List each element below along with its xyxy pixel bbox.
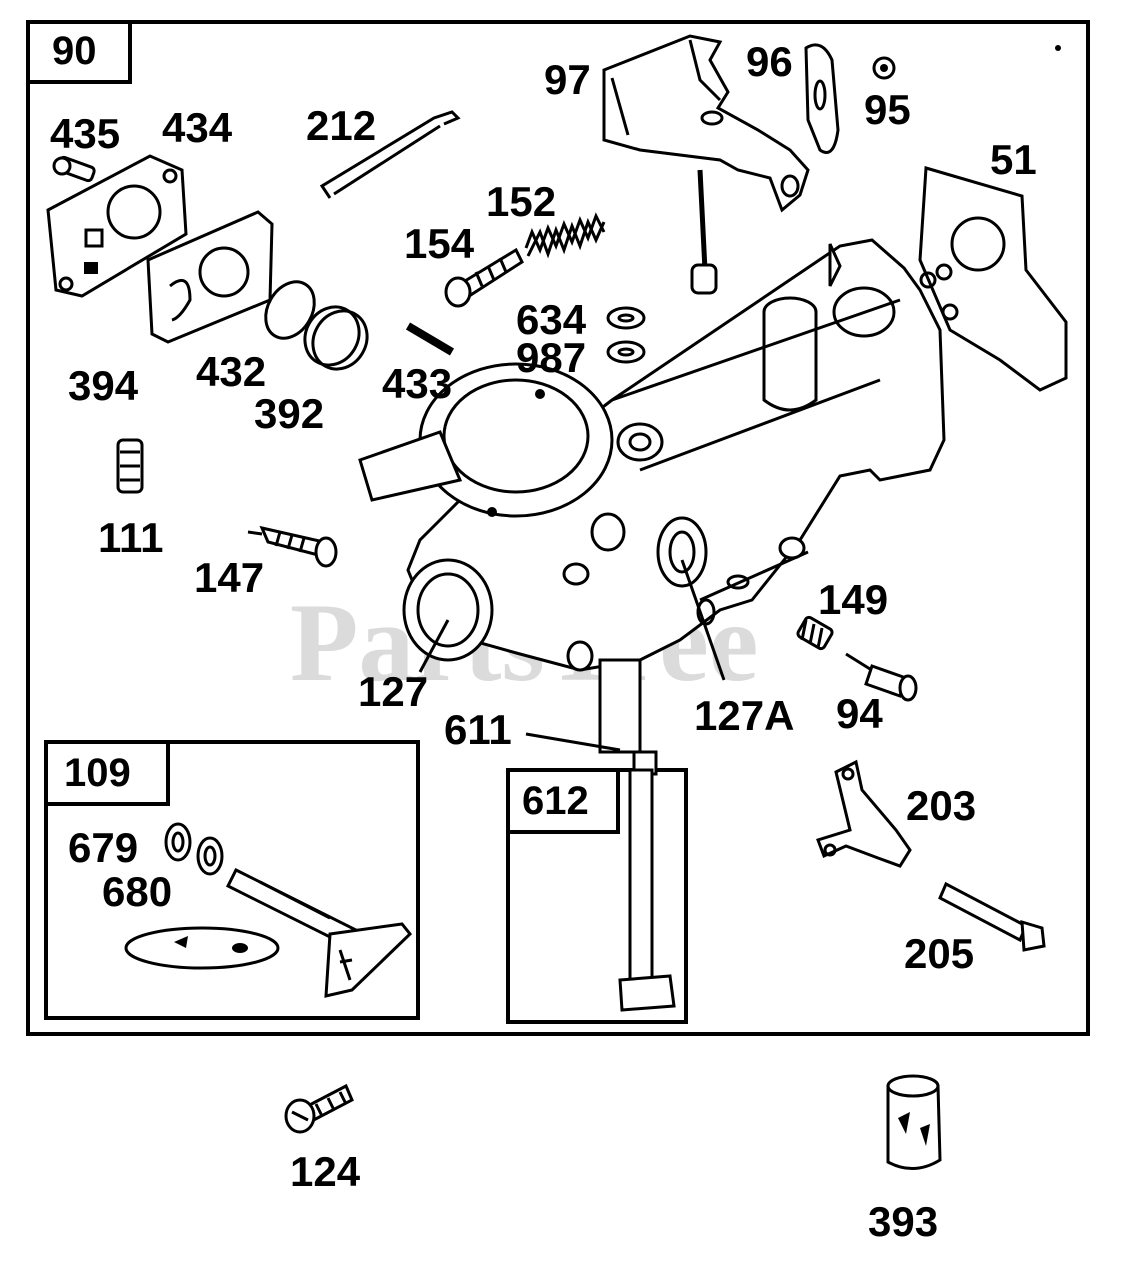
part-147-screw-drawing bbox=[247, 525, 338, 568]
part-label-111: 111 bbox=[98, 514, 163, 561]
part-205-shaft-drawing bbox=[938, 881, 1046, 952]
part-96-gasket-drawing bbox=[804, 43, 840, 154]
part-label-680: 680 bbox=[102, 868, 172, 915]
part-label-392: 392 bbox=[254, 390, 324, 437]
carburetor-body-drawing bbox=[358, 238, 946, 672]
part-127A-ring-drawing bbox=[696, 598, 716, 626]
part-label-435: 435 bbox=[50, 110, 120, 157]
part-152-spring-drawing bbox=[524, 212, 606, 259]
part-109-shaft-drawing bbox=[124, 867, 413, 998]
part-154-screw-drawing bbox=[444, 247, 524, 308]
part-94-needle-drawing bbox=[845, 652, 918, 702]
part-111-plug-drawing bbox=[116, 438, 144, 494]
part-label-127A: 127A bbox=[694, 692, 794, 739]
part-label-149: 149 bbox=[818, 576, 888, 623]
part-label-147: 147 bbox=[194, 554, 264, 601]
part-label-679: 679 bbox=[68, 824, 138, 871]
part-680-washer-drawing bbox=[196, 836, 224, 876]
part-634-washer-drawing bbox=[606, 306, 646, 330]
part-label-127: 127 bbox=[358, 668, 428, 715]
part-612-stem-drawing bbox=[618, 768, 676, 1012]
part-label-393: 393 bbox=[868, 1198, 938, 1245]
corner-dot bbox=[1055, 45, 1061, 51]
part-51-gasket-drawing bbox=[918, 166, 1068, 392]
part-label-97: 97 bbox=[544, 56, 591, 103]
part-611-tube-drawing bbox=[525, 658, 658, 776]
part-label-203: 203 bbox=[906, 782, 976, 829]
part-433-pin-drawing bbox=[405, 322, 455, 356]
part-label-51: 51 bbox=[990, 136, 1037, 183]
part-392-orings-drawing bbox=[264, 280, 369, 371]
part-label-611: 611 bbox=[444, 706, 512, 753]
part-124-screw-drawing bbox=[284, 1083, 354, 1134]
part-label-152: 152 bbox=[486, 178, 556, 225]
part-label-95: 95 bbox=[864, 86, 911, 133]
box-109-tag bbox=[44, 740, 170, 806]
part-label-432: 432 bbox=[196, 348, 266, 395]
box-612-label: 612 bbox=[522, 779, 589, 823]
part-97-bracket-drawing bbox=[602, 34, 810, 295]
part-987-washer-drawing bbox=[606, 340, 646, 364]
part-label-433: 433 bbox=[382, 360, 452, 407]
part-95-screw-drawing bbox=[872, 56, 896, 80]
part-label-212: 212 bbox=[306, 102, 376, 149]
part-435-screw-drawing bbox=[52, 155, 96, 183]
main-assembly-frame bbox=[26, 20, 1090, 1036]
part-label-634: 634 bbox=[516, 296, 587, 343]
part-679-washer-drawing bbox=[164, 822, 192, 862]
part-label-434: 434 bbox=[162, 104, 233, 151]
part-127A-leader bbox=[680, 559, 726, 681]
part-393-float-drawing bbox=[886, 1074, 942, 1170]
part-434-cover-drawing bbox=[46, 154, 188, 298]
part-203-lever-drawing bbox=[816, 759, 912, 868]
part-label-205: 205 bbox=[904, 930, 974, 977]
part-label-124: 124 bbox=[290, 1148, 361, 1195]
part-label-94: 94 bbox=[836, 690, 883, 737]
part-label-394: 394 bbox=[68, 362, 139, 409]
box-612-tag bbox=[506, 768, 620, 834]
part-212-link-drawing bbox=[319, 110, 461, 199]
part-label-154: 154 bbox=[404, 220, 475, 267]
part-149-spring-drawing bbox=[796, 615, 834, 651]
part-label-96: 96 bbox=[746, 38, 793, 85]
box-109-label: 109 bbox=[64, 751, 131, 795]
part-127-leader bbox=[418, 619, 450, 673]
box-90-tag bbox=[26, 20, 132, 84]
box-90-label: 90 bbox=[52, 29, 97, 73]
part-label-987: 987 bbox=[516, 334, 586, 381]
